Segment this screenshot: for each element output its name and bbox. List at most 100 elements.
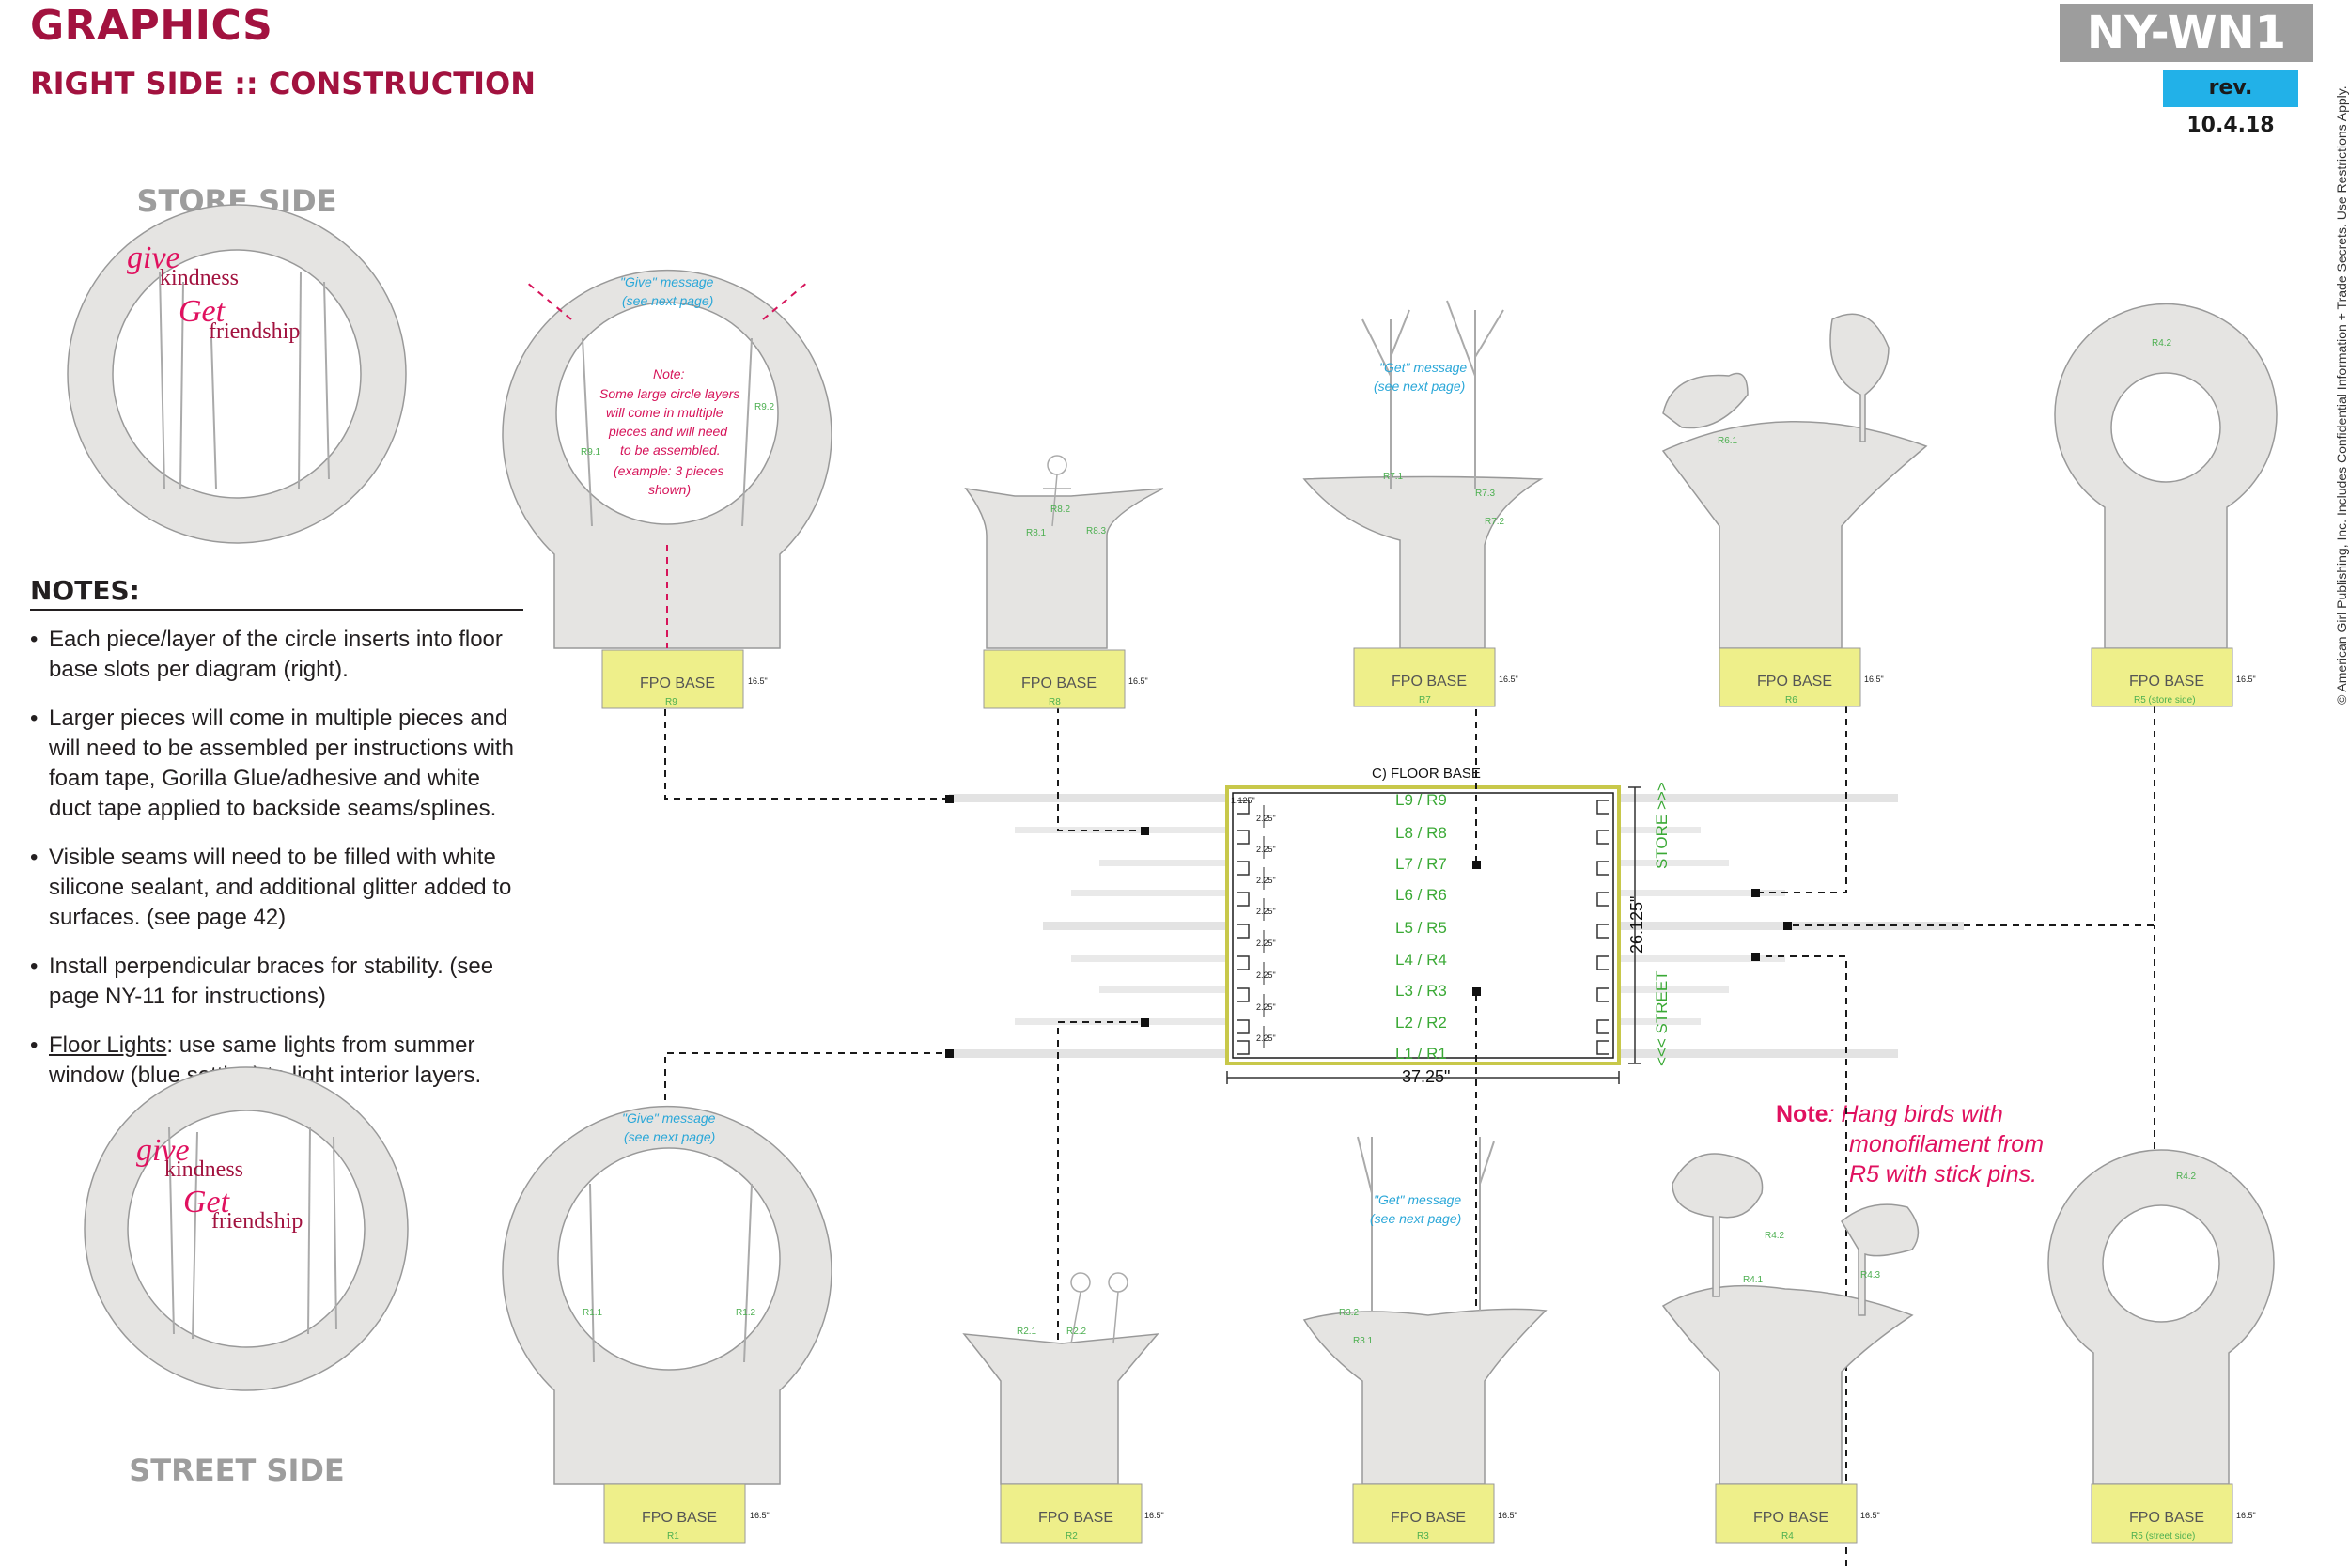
logo-kindness: kindness (160, 266, 239, 290)
store-side-thumbnail: give kindness Get friendship (67, 204, 407, 544)
fpo-base-label: FPO BASE (1391, 1510, 1466, 1526)
fpo-base-label: FPO BASE (1757, 674, 1832, 690)
note-item: Install perpendicular braces for stabili… (30, 952, 528, 1012)
fpo-base-label: FPO BASE (2129, 674, 2204, 690)
spacing-dim: 2.25" (1256, 970, 1276, 980)
spacing-dim: 2.25" (1256, 939, 1276, 948)
see-next-page-label: (see next page) (624, 1129, 715, 1144)
piece-r2: R2.1 R2.2 FPO BASE R2 16.5" (962, 1272, 1164, 1544)
note-item: Each piece/layer of the circle inserts i… (30, 625, 528, 685)
get-message-label: "Get" message (1379, 360, 1467, 375)
fpo-base-r6 (1719, 647, 1861, 707)
logo-friendship: friendship (211, 1209, 303, 1234)
note-item: Larger pieces will come in multiple piec… (30, 704, 528, 824)
fpo-base-label: FPO BASE (640, 675, 715, 691)
logo-give: give (136, 1133, 190, 1168)
piece-r5-store: R4.2 FPO BASE R5 (store side) 16.5" (2054, 303, 2278, 707)
see-next-page-label: (see next page) (1374, 379, 1465, 394)
piece-code: R4 (1781, 1531, 1794, 1542)
piece-r6: R6.1 FPO BASE R6 16.5" (1661, 313, 1928, 707)
connector-endpoints (945, 795, 1792, 1058)
fpo-base-r9 (601, 649, 744, 709)
piece-dim: 16.5" (750, 1511, 770, 1520)
circle-note-line: (example: 3 pieces (614, 463, 724, 478)
circle-note-line: will come in multiple (606, 405, 723, 420)
see-next-page-label: (see next page) (622, 293, 713, 308)
floor-base-title: C) FLOOR BASE (1372, 766, 1481, 782)
part-code: R8.2 (1050, 505, 1071, 515)
piece-r3: "Get" message (see next page) R3.2 R3.1 … (1302, 1136, 1548, 1544)
part-code: R3.2 (1339, 1308, 1360, 1318)
fpo-base-label: FPO BASE (1021, 675, 1097, 691)
floor-lights-label: Floor Lights (49, 1032, 167, 1058)
piece-code: R5 (store side) (2134, 695, 2196, 706)
part-code: R7.2 (1485, 517, 1505, 527)
floor-row-label: L7 / R7 (1395, 855, 1447, 873)
piece-dim: 16.5" (1499, 675, 1518, 684)
hang-birds-note-line: R5 with stick pins. (1849, 1161, 2038, 1188)
part-code: R4.1 (1743, 1275, 1764, 1285)
part-code: R9.2 (754, 402, 775, 412)
fpo-base-r5-store (2091, 647, 2233, 707)
piece-r5-street: R4.2 FPO BASE R5 (street side) 16.5" (2047, 1149, 2275, 1544)
logo-friendship: friendship (209, 319, 300, 344)
spacing-dim: 2.25" (1256, 907, 1276, 916)
part-code: R8.3 (1086, 526, 1107, 536)
piece-r9: "Give" message (see next page) Note: Som… (502, 269, 832, 709)
floor-row-label: L1 / R1 (1395, 1045, 1447, 1063)
page-subtitle: RIGHT SIDE :: CONSTRUCTION (30, 66, 536, 101)
hang-birds-note: Note: Hang birds with monofilament from … (1776, 1099, 2044, 1189)
part-code: R1.1 (583, 1308, 603, 1318)
fpo-base-label: FPO BASE (2129, 1510, 2204, 1526)
piece-code: R8 (1049, 697, 1061, 707)
part-code: R7.1 (1383, 472, 1404, 482)
part-code: R1.2 (736, 1308, 756, 1318)
spacing-dim: 2.25" (1256, 814, 1276, 823)
edge-dim: 1.125" (1231, 796, 1255, 805)
street-side-thumbnail: give kindness Get friendship (84, 1066, 409, 1391)
fpo-base-label: FPO BASE (1753, 1510, 1828, 1526)
piece-code: R9 (665, 697, 677, 707)
fpo-base-r2 (1000, 1483, 1143, 1544)
note-item: Visible seams will need to be filled wit… (30, 843, 528, 933)
logo-get: Get (183, 1185, 231, 1219)
piece-dim: 16.5" (2236, 675, 2256, 684)
piece-code: R6 (1785, 695, 1797, 706)
part-code: R2.1 (1017, 1327, 1037, 1337)
part-code: R9.1 (581, 447, 601, 458)
spacing-dim: 2.25" (1256, 845, 1276, 854)
piece-code: R5 (street side) (2131, 1531, 2195, 1542)
floor-row-label: L4 / R4 (1395, 951, 1447, 969)
piece-code: R2 (1066, 1531, 1078, 1542)
fpo-base-r8 (983, 649, 1126, 709)
part-code: R4.2 (2176, 1172, 2197, 1182)
floor-row-label: L3 / R3 (1395, 982, 1447, 1000)
circle-note-line: shown) (648, 482, 691, 497)
fpo-base-r3 (1352, 1483, 1495, 1544)
circle-note-line: Some large circle layers (599, 386, 739, 401)
circle-note-line: to be assembled. (620, 442, 721, 458)
part-code: R4.3 (1860, 1270, 1881, 1281)
circle-note-line: pieces and will need (608, 424, 728, 439)
part-code: R6.1 (1718, 436, 1738, 446)
floor-row-label: L9 / R9 (1395, 791, 1447, 809)
logo-kindness: kindness (164, 1157, 243, 1182)
floor-width-dim: 37.25" (1402, 1067, 1450, 1086)
page-title: GRAPHICS (30, 2, 273, 50)
give-message-label: "Give" message (622, 1110, 716, 1126)
fpo-base-r5-street (2091, 1483, 2233, 1544)
hang-birds-note-line: : Hang birds with (1828, 1101, 2003, 1127)
get-message-label: "Get" message (1374, 1192, 1461, 1207)
page-code-badge: NY-WN1 (2060, 4, 2313, 62)
piece-r7: "Get" message (see next page) R7.1 R7.2 … (1302, 300, 1544, 707)
notes-divider (30, 609, 523, 611)
fpo-base-r4 (1715, 1483, 1858, 1544)
part-code: R7.3 (1475, 489, 1496, 499)
fpo-base-label: FPO BASE (1038, 1510, 1113, 1526)
logo-give: give (127, 241, 180, 275)
fpo-base-label: FPO BASE (642, 1510, 717, 1526)
part-code: R8.1 (1026, 528, 1047, 538)
spacing-dim: 2.25" (1256, 1033, 1276, 1043)
piece-dim: 16.5" (2236, 1511, 2256, 1520)
